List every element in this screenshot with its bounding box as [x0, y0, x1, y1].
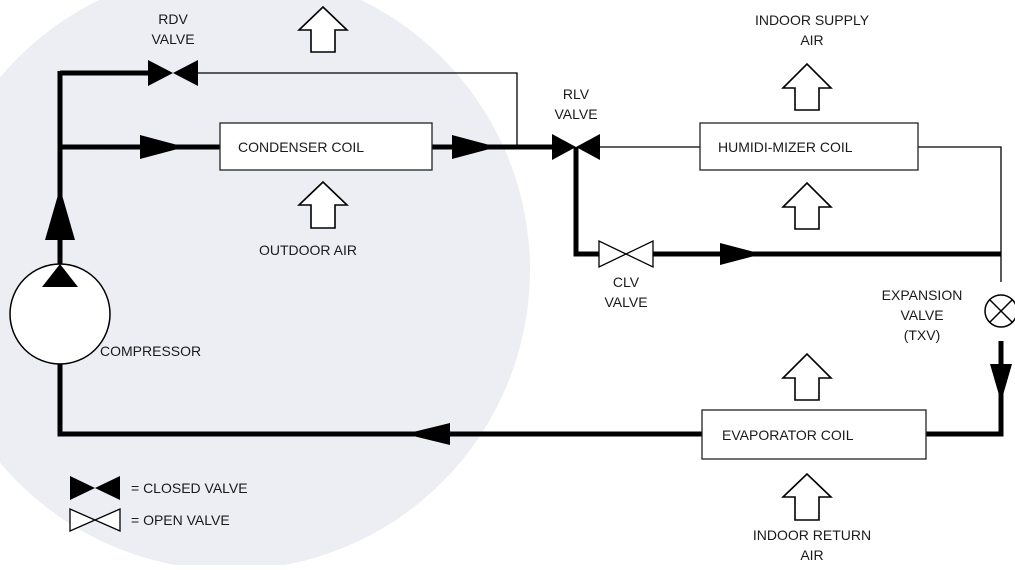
humidimizer-outlet-pipe	[918, 146, 1002, 282]
legend-closed-valve-icon	[70, 476, 120, 500]
flow-arrow-clv-out	[720, 243, 762, 265]
clv-valve	[598, 239, 654, 269]
labels: RDV VALVE RLV VALVE CLV VALVE EXPANSION …	[151, 11, 962, 563]
clv-label-line2: VALVE	[604, 294, 647, 310]
air-arrows	[297, 5, 833, 521]
legend-closed-valve-label: = CLOSED VALVE	[131, 480, 248, 496]
flow-arrow-suction	[405, 423, 450, 445]
return-air-arrow-icon	[781, 472, 833, 521]
rdv-valve-left-triangle	[148, 60, 173, 86]
rdv-label-line1: RDV	[158, 11, 188, 27]
humidimizer-air-arrow-icon	[781, 181, 833, 230]
compressor-label: COMPRESSOR	[100, 343, 201, 359]
compressor: COMPRESSOR	[9, 263, 201, 365]
rdv-valve-right-triangle	[173, 60, 198, 86]
clv-valve-right-triangle	[624, 239, 654, 269]
humidimizer-coil: HUMIDI-MIZER COIL	[699, 122, 919, 171]
rlv-valve-right-triangle	[576, 134, 600, 160]
condenser-coil-box	[219, 122, 433, 171]
legend: = CLOSED VALVE = OPEN VALVE	[69, 476, 248, 532]
evaporator-coil-label: EVAPORATOR COIL	[722, 427, 854, 443]
txv-label-line1: EXPANSION	[882, 287, 963, 303]
evaporator-air-out-arrow-icon	[781, 352, 833, 401]
outdoor-air-arrow-icon	[297, 180, 349, 229]
rdv-valve	[148, 60, 198, 86]
rdv-label-line2: VALVE	[151, 31, 194, 47]
rlv-label-line1: RLV	[563, 86, 590, 102]
humidimizer-coil-label: HUMIDI-MIZER COIL	[718, 139, 853, 155]
evaporator-coil: EVAPORATOR COIL	[701, 409, 927, 460]
outdoor-air-label: OUTDOOR AIR	[259, 242, 357, 258]
flow-arrow-txv-down	[990, 364, 1012, 402]
condenser-coil-label: CONDENSER COIL	[238, 139, 364, 155]
legend-open-valve-label: = OPEN VALVE	[131, 512, 230, 528]
humidimizer-coil-box	[699, 122, 919, 171]
txv-label-line3: (TXV)	[904, 327, 941, 343]
rlv-valve-left-triangle	[552, 134, 576, 160]
condenser-air-out-arrow-icon	[297, 5, 349, 53]
rdv-bypass-pipe	[198, 72, 518, 147]
txv-outlet-pipe	[926, 341, 1004, 437]
flow-arrows	[45, 135, 1012, 445]
suction-return-pipe	[57, 352, 702, 437]
flow-arrow-condenser-out	[452, 135, 497, 159]
flow-arrow-riser	[45, 188, 75, 240]
flow-arrow-condenser-in	[140, 135, 185, 159]
legend-open-valve-icon	[69, 508, 121, 532]
rlv-valve	[552, 134, 600, 160]
supply-air-label-line1: INDOOR SUPPLY	[755, 12, 870, 28]
clv-branch-pipe	[573, 147, 599, 257]
txv-cross-b	[989, 299, 1013, 323]
expansion-valve	[984, 294, 1015, 328]
clv-label-line1: CLV	[613, 274, 640, 290]
rlv-label-line2: VALVE	[554, 106, 597, 122]
condenser-coil: CONDENSER COIL	[219, 122, 433, 171]
evaporator-coil-box	[701, 409, 927, 460]
return-air-label-line1: INDOOR RETURN	[753, 527, 871, 543]
clv-valve-left-triangle	[598, 239, 628, 269]
supply-air-label-line2: AIR	[800, 32, 823, 48]
supply-air-arrow-icon	[781, 62, 833, 111]
txv-label-line2: VALVE	[900, 307, 943, 323]
compressor-arrow-icon	[42, 264, 78, 287]
return-air-label-line2: AIR	[800, 547, 823, 563]
